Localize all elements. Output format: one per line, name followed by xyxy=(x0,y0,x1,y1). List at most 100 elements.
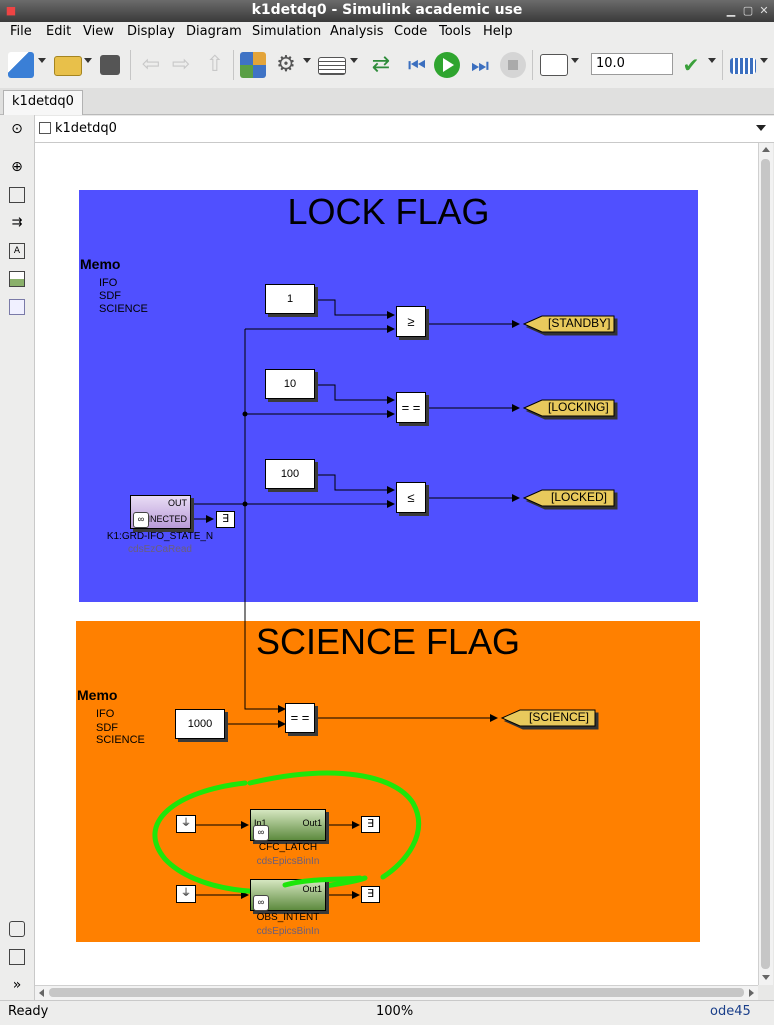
relational-operator-block[interactable]: = = xyxy=(396,392,426,423)
scroll-thumb[interactable] xyxy=(49,988,744,997)
up-icon[interactable]: ⇧ xyxy=(205,52,225,77)
fit-view-icon[interactable] xyxy=(9,187,25,203)
horizontal-scrollbar[interactable] xyxy=(35,985,758,1000)
memo-line: SCIENCE xyxy=(99,303,148,315)
link-icon: ∞ xyxy=(253,825,269,841)
arrow-icon[interactable]: ⇉ xyxy=(11,215,23,230)
scroll-up-icon[interactable] xyxy=(762,147,770,152)
goto-locked-label[interactable]: [LOCKED] xyxy=(551,490,608,504)
constant-block[interactable]: 100 xyxy=(265,459,315,489)
chevron-down-icon[interactable] xyxy=(760,58,768,63)
breadcrumb[interactable]: k1detdq0 xyxy=(55,121,117,136)
open-folder-icon[interactable] xyxy=(54,56,82,76)
chevron-down-icon[interactable] xyxy=(756,125,766,131)
port-in-label: In1 xyxy=(254,818,267,828)
link-icon: ∞ xyxy=(253,895,269,911)
scroll-left-icon[interactable] xyxy=(39,989,44,997)
scroll-thumb[interactable] xyxy=(761,159,770,969)
tab-bar: k1detdq0 xyxy=(0,88,774,115)
relational-operator-block[interactable]: ≤ xyxy=(396,482,426,513)
hide-browser-icon[interactable]: ⊙ xyxy=(11,121,23,137)
toolbar-separator xyxy=(233,50,234,80)
chevron-down-icon[interactable] xyxy=(350,58,358,63)
menu-diagram[interactable]: Diagram xyxy=(186,24,242,39)
stop-time-input[interactable]: 10.0 xyxy=(591,53,673,75)
menu-file[interactable]: File xyxy=(10,24,32,39)
block-name: CFC_LATCH xyxy=(258,842,318,853)
menu-help[interactable]: Help xyxy=(483,24,513,39)
menu-code[interactable]: Code xyxy=(394,24,428,39)
block-name: OBS_INTENT xyxy=(256,912,320,923)
update-diagram-icon[interactable]: ⇄ xyxy=(371,52,391,77)
memo-line: IFO xyxy=(99,277,118,289)
run-icon[interactable] xyxy=(434,52,460,78)
build-icon[interactable] xyxy=(730,58,756,74)
terminator-icon[interactable]: ∃ xyxy=(216,511,235,528)
annotation-icon[interactable]: A xyxy=(9,243,25,259)
tab-model[interactable]: k1detdq0 xyxy=(3,90,83,115)
chevron-down-icon[interactable] xyxy=(84,58,92,63)
menu-display[interactable]: Display xyxy=(127,24,175,39)
area-icon[interactable] xyxy=(9,299,25,315)
address-bar: k1detdq0 xyxy=(35,116,774,143)
scope-icon[interactable] xyxy=(540,54,568,76)
constant-block[interactable]: 10 xyxy=(265,369,315,399)
expand-icon[interactable]: » xyxy=(12,977,22,993)
forward-icon[interactable]: ⇨ xyxy=(171,52,191,77)
ground-icon[interactable]: ⏚ xyxy=(176,885,196,903)
solver-link[interactable]: ode45 xyxy=(710,1004,751,1019)
goto-science-label[interactable]: [SCIENCE] xyxy=(529,710,590,724)
menu-analysis[interactable]: Analysis xyxy=(330,24,384,39)
goto-standby-label[interactable]: [STANDBY] xyxy=(548,316,611,330)
ground-icon[interactable]: ⏚ xyxy=(176,815,196,833)
save-icon[interactable] xyxy=(100,55,120,75)
chevron-down-icon[interactable] xyxy=(38,58,46,63)
goto-locking-label[interactable]: [LOCKING] xyxy=(548,400,609,414)
chevron-down-icon[interactable] xyxy=(571,58,579,63)
tool-palette: ⊙ ⊕ ⇉ A » xyxy=(0,115,35,1000)
menu-simulation[interactable]: Simulation xyxy=(252,24,322,39)
diagram-canvas[interactable]: LOCK FLAG SCIENCE FLAG Memo IFO SDF SCIE… xyxy=(35,143,758,985)
back-icon[interactable]: ⇦ xyxy=(141,52,161,77)
terminator-icon[interactable]: ∃ xyxy=(361,816,380,833)
vertical-scrollbar[interactable] xyxy=(758,143,773,985)
library-name: cdsEzCaRead xyxy=(128,544,192,555)
new-model-icon[interactable] xyxy=(8,52,34,78)
zoom-level: 100% xyxy=(376,1004,414,1019)
check-icon[interactable]: ✔ xyxy=(682,53,700,77)
memo-line: IFO xyxy=(96,708,115,720)
gear-icon[interactable]: ⚙ xyxy=(276,52,296,77)
stop-icon[interactable] xyxy=(500,52,526,78)
maximize-icon[interactable]: ▢ xyxy=(742,4,754,17)
memo-title: Memo xyxy=(80,256,121,272)
terminator-icon[interactable]: ∃ xyxy=(361,886,380,903)
relational-operator-block[interactable]: = = xyxy=(285,703,315,733)
model-explorer-icon[interactable] xyxy=(318,57,346,75)
menu-view[interactable]: View xyxy=(83,24,114,39)
camera-icon[interactable] xyxy=(9,921,25,937)
menu-edit[interactable]: Edit xyxy=(46,24,72,39)
library-browser-icon[interactable] xyxy=(240,52,266,78)
property-inspector-icon[interactable] xyxy=(9,949,25,965)
menu-tools[interactable]: Tools xyxy=(439,24,472,39)
ezca-read-block[interactable]: OUT NNECTED ∞ xyxy=(130,495,191,529)
constant-block[interactable]: 1000 xyxy=(175,709,225,739)
status-bar: Ready 100% ode45 xyxy=(0,1000,774,1025)
step-back-icon[interactable]: ⏮ xyxy=(408,53,426,77)
constant-block[interactable]: 1 xyxy=(265,284,315,314)
cfc-latch-block[interactable]: In1 Out1 ∞ xyxy=(250,809,326,841)
library-name: cdsEpicsBinIn xyxy=(256,856,320,867)
chevron-down-icon[interactable] xyxy=(303,58,311,63)
obs-intent-block[interactable]: Out1 ∞ xyxy=(250,879,326,911)
link-icon: ∞ xyxy=(133,512,149,528)
scroll-right-icon[interactable] xyxy=(749,989,754,997)
window-title: k1detdq0 - Simulink academic use xyxy=(251,2,523,18)
minimize-icon[interactable]: ▁ xyxy=(726,4,736,17)
image-icon[interactable] xyxy=(9,271,25,287)
scroll-down-icon[interactable] xyxy=(762,975,770,980)
chevron-down-icon[interactable] xyxy=(708,58,716,63)
close-icon[interactable]: ✕ xyxy=(759,4,769,17)
zoom-icon[interactable]: ⊕ xyxy=(11,159,23,175)
relational-operator-block[interactable]: ≥ xyxy=(396,306,426,337)
step-forward-icon[interactable]: ⏭ xyxy=(471,53,489,77)
